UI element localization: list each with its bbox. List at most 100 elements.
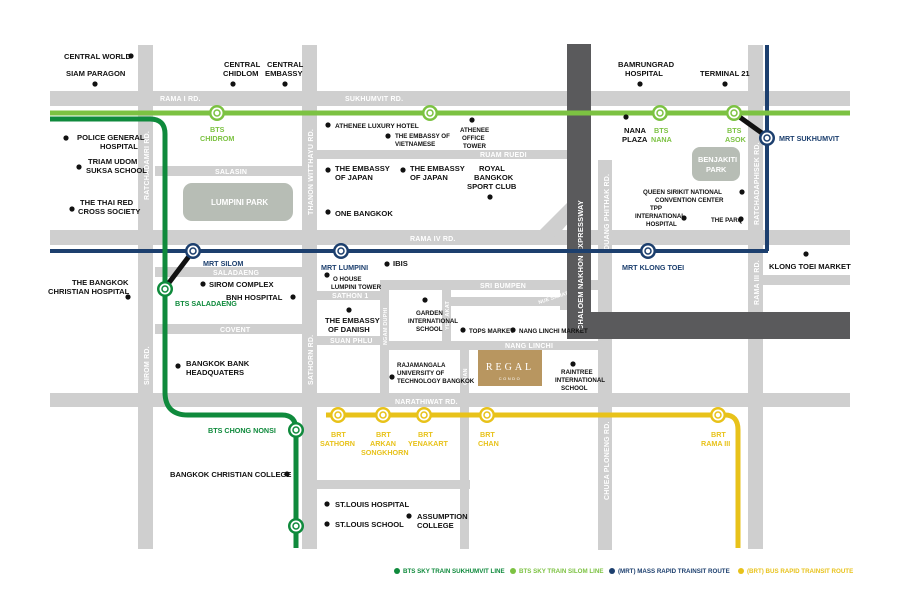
covent-road [155,324,305,334]
legend-item-bts-silom: BTS SKY TRAIN SILOM LINE [510,568,603,575]
label-ruam-ruedi: RUAM RUEDI [480,152,527,159]
mrt-sukhumvit-marker[interactable] [759,130,775,146]
benjakiti-label-1: BENJAKITI [698,155,737,164]
poi-police-2: HOSPITAL [100,142,138,151]
label-thanon-witthayu: THANON WITTHAYU RD. [308,129,315,215]
benjakiti-park [692,147,740,181]
bts-nana-marker[interactable] [652,105,668,121]
brt-arkan-label-1: BRT [376,430,391,439]
lumpini-park [183,183,293,221]
nang-linchi-road [380,341,600,350]
station-labels: BTS CHIDROM BTS NANA BTS ASOK MRT SUKHUM… [175,125,840,457]
brt-sathorn-marker[interactable] [330,407,346,423]
poi-qsncc-1: QUEEN SIRIKIT NATIONAL [643,189,722,196]
label-salasin: SALASIN [215,169,247,176]
brt-arkan-label-3: SONGKHORN [361,448,409,457]
poi-bcc: BANGKOK CHRISTIAN COLLEGE [170,470,292,479]
poi-viet-2: VIETNAMESE [395,141,435,148]
mrt-silom-marker[interactable] [185,243,201,259]
poi-rbsc-3: SPORT CLUB [467,182,517,191]
poi-nang-linchi-market: NANG LINCHI MARKET [519,328,588,335]
regal-condo-project[interactable]: REGAL CONDO [478,350,542,386]
poi-stlouis-hospital: ST.LOUIS HOSPITAL [335,500,409,509]
brt-sathorn-label-2: SATHORN [320,439,355,448]
bts-asok-label-1: BTS [727,126,742,135]
label-sri-bumpen: SRI BUMPEN [480,283,526,290]
poi-central-world: CENTRAL WORLD [64,52,131,61]
poi-tpp-3: HOSPITAL [646,221,677,228]
label-rama3: RAMA III RD. [754,260,761,305]
poi-raja-1: RAJAMANGALA [397,362,446,369]
regal-logo-text: REGAL [486,362,534,373]
label-chuea-phloeng: CHUEA PLONENG RD. [604,421,611,500]
poi-stlouis-school: ST.LOUIS SCHOOL [335,520,404,529]
legend-label: BTS SKY TRAIN SILOM LINE [519,568,603,575]
label-chan: CHAN [463,368,469,385]
poi-bch-2: CHRISTIAN HOSPITAL [48,287,130,296]
poi-garden-3: SCHOOL [416,326,443,333]
poi-athenee-tower-1: ATHENEE [460,127,489,134]
brt-chan-label-2: CHAN [478,439,499,448]
poi-bch-1: THE BANGKOK [72,278,129,287]
poi-triam-2: SUKSA SCHOOL [86,166,147,175]
poi-assumption-1: ASSUMPTION [417,512,468,521]
label-sathorn: SATHORN RD. [308,335,315,385]
bts-chong-nonsi-label: BTS CHONG NONSI [208,426,276,435]
bts-asok-marker[interactable] [726,105,742,121]
poi-klong-toei-market: KLONG TOEI MARKET [769,262,851,271]
legend-dot [510,568,516,574]
nue-samat-connector [560,285,569,310]
yen-akat-road [442,280,451,341]
brt-yenakart-label-2: YENAKART [408,439,449,448]
nue-samat-road [450,297,570,306]
chaloem-expressway: CHALOEM NAKHON EXPRESSWAY [567,44,850,339]
sathon1-road [310,291,380,300]
brt-rama3-marker[interactable] [710,407,726,423]
brt-arkan-label-2: ARKAN [370,439,396,448]
legend-item-bts-sukhumvit: BTS SKY TRAIN SUKHUMVIT LINE [394,568,505,575]
poi-tpp-1: TPP [650,205,662,212]
poi-ohouse-2: LUMPINI TOWER [331,284,382,291]
poi-police-1: POLICE GENERAL [77,133,145,142]
bts-chidrom-marker[interactable] [209,105,225,121]
label-duang-phithak: DUANG PHITHAK RD. [604,174,611,250]
brt-rama3-label-2: RAMA III [701,439,730,448]
poi-bamrungrad-2: HOSPITAL [625,69,663,78]
legend: BTS SKY TRAIN SUKHUMVIT LINE BTS SKY TRA… [394,568,853,575]
label-covent: COVENT [220,327,251,334]
regal-condo-badge[interactable] [478,350,542,386]
salasin-road [155,166,305,176]
brt-yenakart-marker[interactable] [416,407,432,423]
label-sirom: SIROM RD. [144,346,151,385]
label-nang-linchi: NANG LINCHI [505,343,553,350]
ratchadamri-sirom-road [138,45,153,549]
brt-arkan-marker[interactable] [375,407,391,423]
label-rama1: RAMA I RD. [160,96,201,103]
brt-chan-label-1: BRT [480,430,495,439]
road-network [50,45,850,550]
bts-chong-nonsi-marker[interactable] [288,422,304,438]
mrt-sukhumvit-label: MRT SUKHUMVIT [779,134,840,143]
brt-chan-marker[interactable] [479,407,495,423]
bts-surasak-marker[interactable] [288,518,304,534]
bts-ploenchit-marker[interactable] [422,105,438,121]
bts-saladaeng-marker[interactable] [157,281,173,297]
poi-japan1-2: OF JAPAN [335,173,373,182]
poi-nana-plaza-2: PLAZA [622,135,648,144]
poi-athenee-tower-3: TOWER [463,143,486,150]
rama4-road [50,230,850,245]
mrt-klong-toei-marker[interactable] [640,243,656,259]
lumpini-park-label: LUMPINI PARK [211,198,268,207]
poi-athenee-hotel: ATHENEE LUXURY HOTEL [335,123,419,130]
poi-triam-1: TRIAM UDOM [88,157,137,166]
poi-redcross-2: CROSS SOCIETY [78,207,140,216]
poi-rbsc-2: BANGKOK [474,173,514,182]
narathiwat-road [50,393,850,407]
label-narathiwat: NARATHIWAT RD. [395,399,458,406]
points-of-interest: CENTRAL WORLD SIAM PARAGON CENTRALCHIDLO… [48,52,851,530]
mrt-lumpini-marker[interactable] [333,243,349,259]
poi-raintree-3: SCHOOL [561,385,588,392]
benjakiti-label-2: PARK [706,165,727,174]
poi-ibis: IBIS [393,259,408,268]
